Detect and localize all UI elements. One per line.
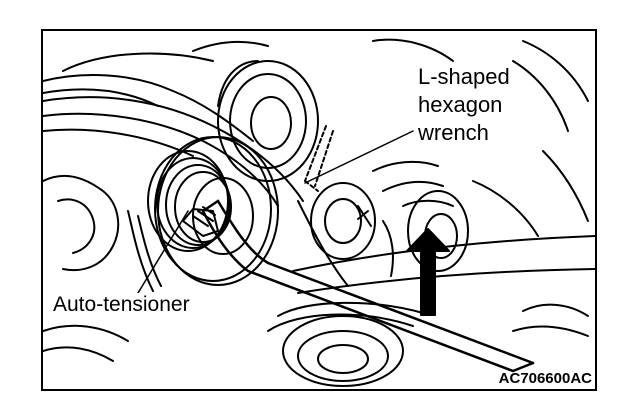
engine-illustration <box>43 38 595 387</box>
engine-block-background <box>43 38 589 362</box>
auto-tensioner-label: Auto-tensioner <box>51 293 192 317</box>
wrench-label-line3: wrench <box>418 120 489 145</box>
idler-pulley <box>310 182 469 272</box>
leader-lines <box>137 130 414 294</box>
wrench-leader <box>304 130 414 184</box>
lower-pulley <box>267 301 424 387</box>
l-shaped-hexagon-wrench <box>201 199 535 373</box>
figure-code: AC706600AC <box>498 370 592 387</box>
diagram-frame: L-shaped hexagon wrench Auto-tensioner A… <box>41 29 597 391</box>
drive-belt <box>43 96 349 287</box>
wrench-label: L-shaped hexagon wrench <box>415 63 513 147</box>
up-arrow-icon <box>406 228 450 316</box>
wrench-label-line1: L-shaped <box>418 64 510 89</box>
auto-tensioner-pulley <box>147 136 279 286</box>
upper-pulley <box>217 60 319 182</box>
tensioner-leader <box>137 210 189 294</box>
wrench-label-line2: hexagon <box>418 92 503 117</box>
